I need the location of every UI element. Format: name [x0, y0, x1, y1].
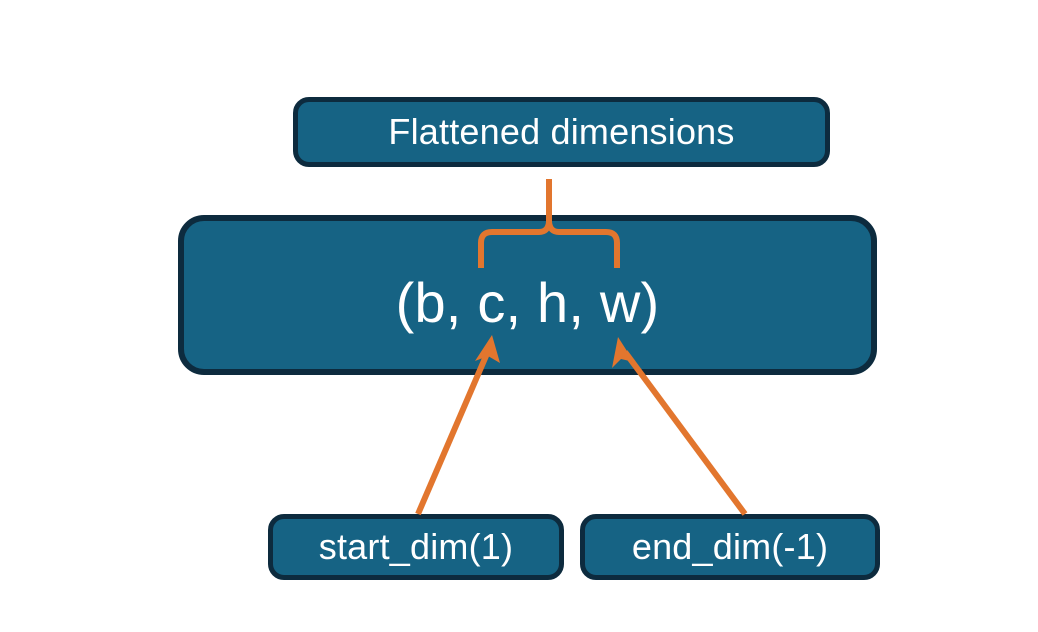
node-flattened-dimensions[interactable]: Flattened dimensions: [293, 97, 830, 167]
node-end-dim-label: end_dim(-1): [631, 526, 829, 567]
node-tensor-shape-label: (b, c, h, w): [395, 271, 660, 334]
node-flattened-dimensions-label: Flattened dimensions: [388, 111, 735, 152]
node-end-dim[interactable]: end_dim(-1): [580, 514, 880, 580]
node-start-dim[interactable]: start_dim(1): [268, 514, 564, 580]
node-start-dim-label: start_dim(1): [318, 526, 514, 567]
node-tensor-shape[interactable]: (b, c, h, w): [178, 215, 877, 375]
